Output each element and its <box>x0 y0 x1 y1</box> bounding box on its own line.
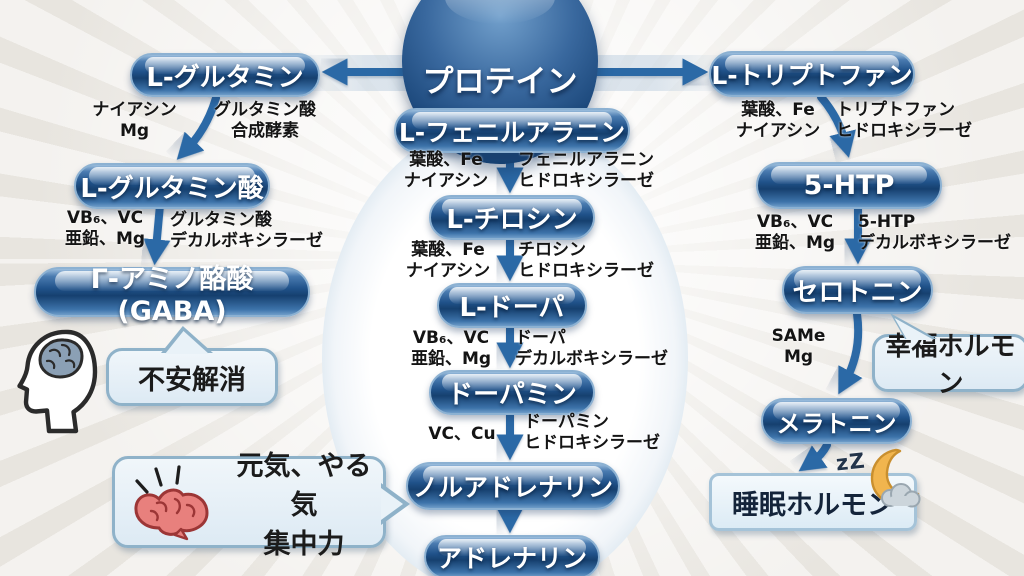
enzyme-dopa-decarboxylase: ドーパ デカルボキシラーゼ <box>515 328 668 369</box>
head-brain-icon <box>14 327 108 441</box>
cofactor-glutamate-nutrients: VB₆、VC 亜鉛、Mg <box>64 208 146 249</box>
protein-label: プロテイン <box>422 64 578 100</box>
cofactor-dopamine-nutrients: VC、Cu <box>428 424 496 444</box>
enzyme-glutamine-synthase: グルタミン酸 合成酵素 <box>214 100 316 141</box>
bubble-energy-motivation: 元気、やる気 集中力 <box>112 451 410 560</box>
zzz-text: zZ <box>834 448 867 476</box>
node-dopamine: ドーパミン <box>429 370 595 415</box>
node-glutamic-acid: L-グルタミン酸 <box>74 163 270 209</box>
bubble-happiness-hormone: 幸福ホルモン <box>872 313 1024 399</box>
node-adrenaline: アドレナリン <box>424 535 600 576</box>
node-gaba: Γ-アミノ酪酸 (GABA) <box>34 264 310 327</box>
enzyme-phenylalanine-hydroxylase: フェニルアラニン ヒドロキシラーゼ <box>518 150 654 191</box>
brain-spark-icon <box>134 465 209 541</box>
node-tyrosine: L-チロシン <box>429 195 595 240</box>
cofactor-tyr-nutrients: 葉酸、Fe ナイアシン <box>405 240 491 281</box>
cofactor-trp-nutrients: 葉酸、Fe ナイアシン <box>735 100 821 141</box>
enzyme-tyrosine-hydroxylase: チロシン ヒドロキシラーゼ <box>518 240 654 281</box>
node-phenylalanine: L-フェニルアラニン <box>394 108 630 153</box>
node-5htp: 5-HTP <box>756 162 942 209</box>
enzyme-tryptophan-hydroxylase: トリプトファン ヒドロキシラーゼ <box>836 100 972 141</box>
node-glutamine: L-グルタミン <box>130 53 320 97</box>
cofactor-dopa-nutrients: VB₆、VC 亜鉛、Mg <box>410 328 492 369</box>
node-noradrenaline: ノルアドレナリン <box>406 462 620 510</box>
cofactor-glutamine-nutrients: ナイアシン Mg <box>92 100 177 141</box>
enzyme-dopamine-hydroxylase: ドーパミン ヒドロキシラーゼ <box>524 412 660 453</box>
cofactor-phe-nutrients: 葉酸、Fe ナイアシン <box>403 150 489 191</box>
node-serotonin: セロトニン <box>782 266 933 314</box>
node-dopa: L-ドーパ <box>437 283 587 328</box>
node-melatonin: メラトニン <box>761 398 912 444</box>
enzyme-glutamate-decarboxylase: グルタミン酸 デカルボキシラーゼ <box>170 210 323 251</box>
bubble-anxiety-relief: 不安解消 <box>106 326 278 406</box>
cofactor-5htp-nutrients: VB₆、VC 亜鉛、Mg <box>754 212 836 253</box>
moon-cloud-icon <box>856 448 926 514</box>
enzyme-5htp-decarboxylase: 5-HTP デカルボキシラーゼ <box>858 212 1011 253</box>
node-tryptophan: L-トリプトファン <box>709 51 915 97</box>
cofactor-serotonin-nutrients: SAMe Mg <box>771 326 826 367</box>
